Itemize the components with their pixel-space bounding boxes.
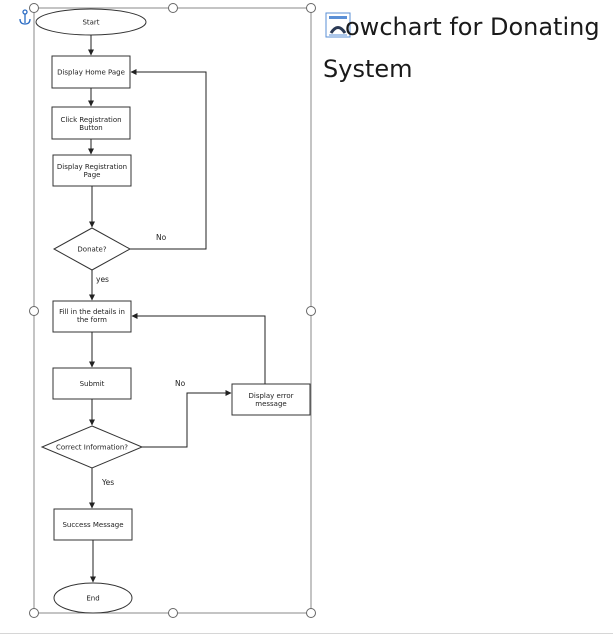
correct-decision-node: Correct Information? bbox=[40, 425, 144, 469]
display-error-label-2: message bbox=[255, 400, 286, 408]
submit-label: Submit bbox=[80, 380, 105, 388]
fill-details-node: Fill in the details in the form bbox=[52, 300, 132, 333]
edge-label-yes-2: Yes bbox=[101, 478, 114, 487]
resize-handle-top-right bbox=[306, 3, 316, 13]
layout-options-icon[interactable] bbox=[325, 12, 351, 38]
click-registration-label-2: Button bbox=[79, 124, 102, 132]
resize-handle-top-middle bbox=[168, 3, 178, 13]
arrow-correct-no bbox=[142, 390, 232, 448]
donate-decision-node: Donate? bbox=[52, 227, 132, 271]
correct-decision-label: Correct Information? bbox=[56, 444, 128, 452]
start-node: Start bbox=[35, 8, 147, 36]
selection-handles[interactable] bbox=[29, 3, 316, 618]
resize-handle-middle-right bbox=[306, 306, 316, 316]
edge-label-yes-1: yes bbox=[96, 275, 109, 284]
display-home-label: Display Home Page bbox=[57, 69, 125, 77]
success-label: Success Message bbox=[62, 521, 123, 529]
end-label: End bbox=[86, 595, 99, 603]
edge-label-no-1: No bbox=[156, 233, 167, 242]
resize-handle-top-left bbox=[29, 3, 39, 13]
fill-details-label-1: Fill in the details in bbox=[59, 308, 125, 316]
document-heading-line-2[interactable]: System bbox=[323, 55, 413, 83]
submit-node: Submit bbox=[52, 367, 132, 400]
display-registration-label-1: Display Registration bbox=[57, 163, 127, 171]
donate-decision-label: Donate? bbox=[77, 246, 106, 254]
display-error-label-1: Display error bbox=[249, 392, 294, 400]
resize-handle-bottom-middle bbox=[168, 608, 178, 618]
page-edge-divider bbox=[0, 633, 613, 634]
fill-details-label-2: the form bbox=[77, 316, 107, 324]
success-node: Success Message bbox=[53, 508, 133, 541]
connectors bbox=[88, 35, 266, 583]
display-registration-node: Display Registration Page bbox=[52, 154, 132, 187]
resize-handle-bottom-left bbox=[29, 608, 39, 618]
click-registration-label-1: Click Registration bbox=[60, 116, 121, 124]
flowchart: Start Display Home Page Click Registrati… bbox=[35, 8, 311, 614]
display-error-node: Display error message bbox=[231, 383, 311, 416]
end-node: End bbox=[53, 582, 133, 614]
document-heading-line-1[interactable]: owchart for Donating bbox=[345, 13, 600, 41]
resize-handle-bottom-right bbox=[306, 608, 316, 618]
display-home-node: Display Home Page bbox=[51, 55, 131, 89]
start-label: Start bbox=[82, 19, 99, 27]
arrow-error-to-fill bbox=[131, 313, 266, 384]
anchor-icon[interactable] bbox=[19, 9, 31, 25]
resize-handle-middle-left bbox=[29, 306, 39, 316]
click-registration-node: Click Registration Button bbox=[51, 106, 131, 140]
display-registration-label-2: Page bbox=[84, 171, 101, 179]
arrow-donate-no-loop bbox=[130, 69, 207, 250]
edge-label-no-2: No bbox=[175, 379, 186, 388]
